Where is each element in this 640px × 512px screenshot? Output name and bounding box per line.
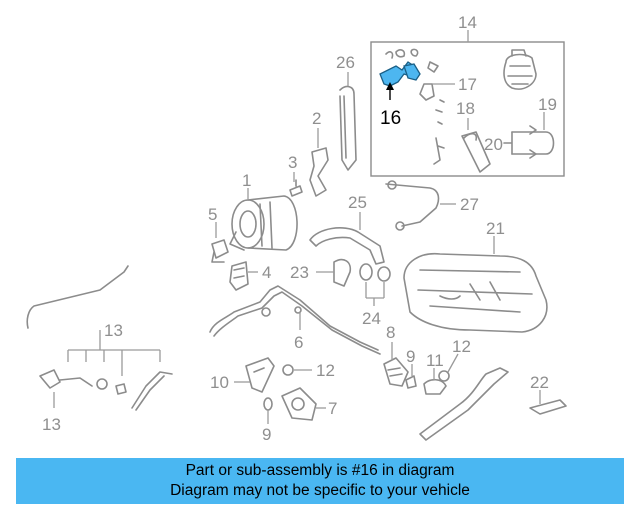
callout-22: 22 — [530, 373, 549, 392]
callout-14: 13 — [104, 321, 123, 340]
part-15-module — [503, 49, 537, 90]
parts-diagram: 14 26 17 18 19 20 16 16 2 3 1 5 25 27 27… — [26, 13, 567, 444]
part-27-sensor-line — [385, 180, 456, 231]
part-25-hose — [309, 212, 385, 265]
part-9-gasket — [405, 364, 417, 389]
part-7-valve — [281, 387, 326, 421]
callout-20: 20 — [484, 135, 503, 154]
part-22-pipe — [419, 367, 567, 441]
part-24-clips — [359, 263, 391, 306]
part-18-filter — [461, 118, 491, 173]
part-3-bolt — [289, 172, 303, 197]
part-9-washer — [263, 397, 273, 424]
callout-labels: 14 26 17 18 19 20 16 16 2 3 1 5 25 27 27… — [42, 13, 557, 444]
part-8-valve — [383, 342, 409, 387]
callout-11: 11 — [426, 351, 444, 370]
part-14-harness — [26, 265, 173, 411]
part-6-pipe — [209, 285, 381, 355]
part-12-right — [438, 353, 459, 382]
callout-19: 19 — [538, 95, 557, 114]
callout-23: 23 — [290, 263, 309, 282]
part-box-small-clip — [433, 137, 445, 165]
callout-5: 5 — [208, 205, 217, 224]
part-11-flange — [423, 368, 447, 395]
callout-2: 2 — [312, 109, 321, 128]
callout-26: 26 — [336, 53, 355, 72]
callout-7: 7 — [328, 399, 337, 418]
callout-24-label: 24 — [362, 309, 381, 328]
part-4-mount — [229, 261, 258, 291]
part-26-tube — [339, 72, 357, 171]
part-21-canister — [403, 236, 548, 333]
part-17-clips — [385, 48, 455, 125]
callout-4: 4 — [262, 263, 271, 282]
callout-12-left: 12 — [316, 361, 335, 380]
callout-8: 8 — [386, 323, 395, 342]
callout-6: 6 — [294, 333, 303, 352]
callout-1: 1 — [242, 171, 251, 190]
part-10-bracket — [234, 357, 275, 393]
part-19-20-hoses — [503, 112, 555, 159]
part-5-damper — [211, 222, 229, 263]
part-1-air-pump — [229, 188, 298, 251]
callout-13-label: 13 — [42, 415, 61, 434]
info-banner: Part or sub-assembly is #16 in diagram D… — [16, 458, 624, 504]
part-12-left — [282, 364, 312, 376]
banner-line-1: Part or sub-assembly is #16 in diagram — [185, 462, 455, 479]
callout-25: 25 — [348, 193, 367, 212]
part-2-bracket — [309, 128, 329, 197]
callout-16-highlighted: 16 — [380, 108, 401, 129]
part-23-connector — [316, 258, 352, 287]
callout-15: 14 — [458, 13, 477, 32]
callout-9-left: 9 — [262, 425, 271, 444]
callout-10: 10 — [210, 373, 229, 392]
part-16-highlighted[interactable] — [379, 61, 421, 100]
callout-27-label: 27 — [460, 195, 479, 214]
callout-21: 21 — [486, 219, 505, 238]
callout-17: 17 — [458, 75, 477, 94]
callout-12-right: 12 — [452, 337, 471, 356]
callout-18: 18 — [456, 99, 475, 118]
group-15-box — [370, 30, 565, 177]
callout-3: 3 — [288, 153, 297, 172]
banner-line-2: Diagram may not be specific to your vehi… — [170, 482, 470, 499]
callout-9-right: 9 — [406, 347, 415, 366]
